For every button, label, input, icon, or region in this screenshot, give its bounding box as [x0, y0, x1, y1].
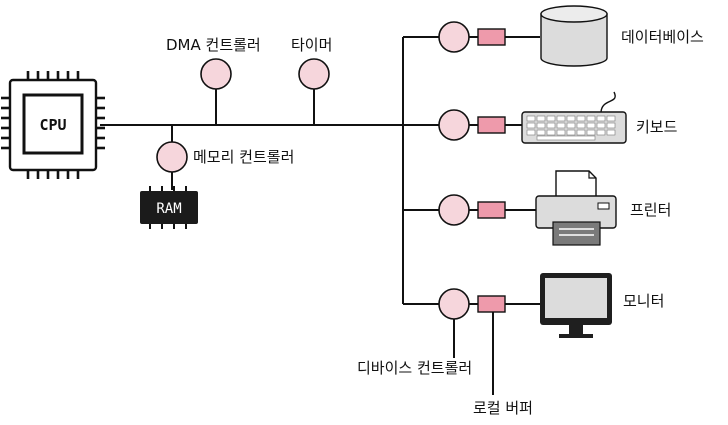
memory-controller [156, 141, 188, 173]
device-controller-row [438, 21, 506, 53]
cpu-label: CPU [39, 116, 66, 134]
device-controller-row [438, 288, 506, 320]
device-label: 키보드 [636, 118, 678, 136]
device-controller-row [438, 194, 506, 226]
monitor-icon [540, 273, 612, 338]
local-buffer [477, 201, 506, 219]
local-buffer [477, 116, 506, 134]
device-controller [438, 109, 470, 141]
local-buffer-label: 로컬 버퍼 [473, 399, 533, 417]
dma-controller-label: DMA 컨트롤러 [166, 36, 261, 54]
memory-controller-label: 메모리 컨트롤러 [193, 148, 294, 166]
ram-module: RAM [140, 186, 198, 229]
device-label: 프린터 [630, 201, 671, 219]
printer-icon [535, 170, 617, 246]
database-icon [540, 5, 608, 67]
cpu-pins [1, 71, 105, 179]
device-controller [438, 288, 470, 320]
device-controller [438, 21, 470, 53]
local-buffer [477, 28, 506, 46]
timer-label: 타이머 [291, 36, 332, 54]
device-controller [438, 194, 470, 226]
keyboard-icon [521, 91, 627, 144]
cpu-chip: CPU [1, 71, 105, 179]
device-label: 데이터베이스 [621, 28, 704, 46]
device-controller-label: 디바이스 컨트롤러 [357, 359, 472, 377]
local-buffer [477, 295, 506, 313]
dma-controller [200, 58, 232, 90]
device-controller-row [438, 109, 506, 141]
ram-label: RAM [156, 201, 181, 217]
timer [298, 58, 330, 90]
system-bus [100, 36, 540, 395]
device-label: 모니터 [623, 292, 664, 310]
